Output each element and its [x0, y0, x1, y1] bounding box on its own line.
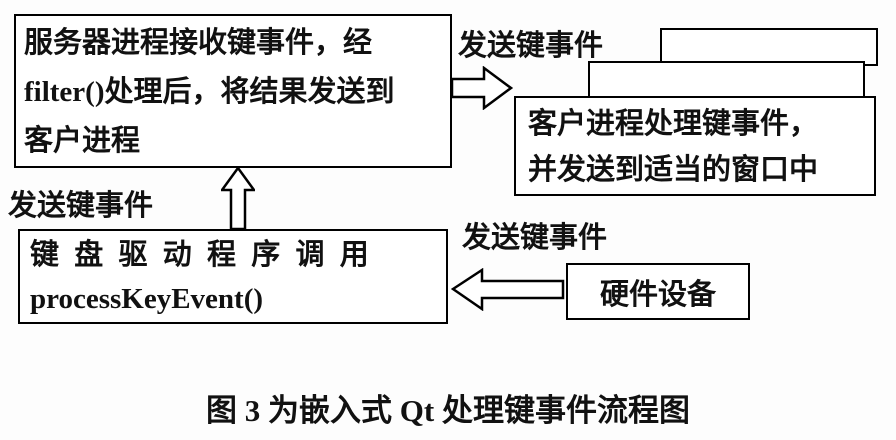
- arrow-left-icon: [451, 268, 565, 311]
- send-key-event-label-left: 发送键事件: [8, 190, 154, 222]
- keyboard-driver-line-1: 键 盘 驱 动 程 序 调 用: [30, 239, 373, 271]
- server-process-box: 服务器进程接收键事件，经 filter()处理后，将结果发送到 客户进程: [14, 14, 452, 168]
- figure-caption: 图 3 为嵌入式 Qt 处理键事件流程图: [206, 393, 690, 428]
- server-process-line-1: 服务器进程接收键事件，经: [24, 27, 373, 59]
- hardware-device-box: 硬件设备: [566, 263, 750, 320]
- server-process-line-2: filter()处理后，将结果发送到: [24, 76, 395, 108]
- client-stack-middle-box: [588, 61, 865, 100]
- keyboard-driver-line-2: processKeyEvent(): [30, 283, 264, 315]
- client-process-line-1: 客户进程处理键事件，: [528, 108, 819, 140]
- client-process-box: 客户进程处理键事件， 并发送到适当的窗口中: [514, 96, 876, 196]
- arrow-right-icon: [451, 66, 513, 110]
- send-key-event-label-right: 发送键事件: [462, 222, 608, 254]
- arrow-up-icon: [221, 167, 255, 230]
- send-key-event-label-top: 发送键事件: [458, 30, 604, 62]
- server-process-line-3: 客户进程: [24, 125, 141, 157]
- keyboard-driver-box: 键 盘 驱 动 程 序 调 用 processKeyEvent(): [18, 229, 448, 324]
- hardware-device-label: 硬件设备: [599, 278, 716, 311]
- client-process-line-2: 并发送到适当的窗口中: [528, 154, 819, 186]
